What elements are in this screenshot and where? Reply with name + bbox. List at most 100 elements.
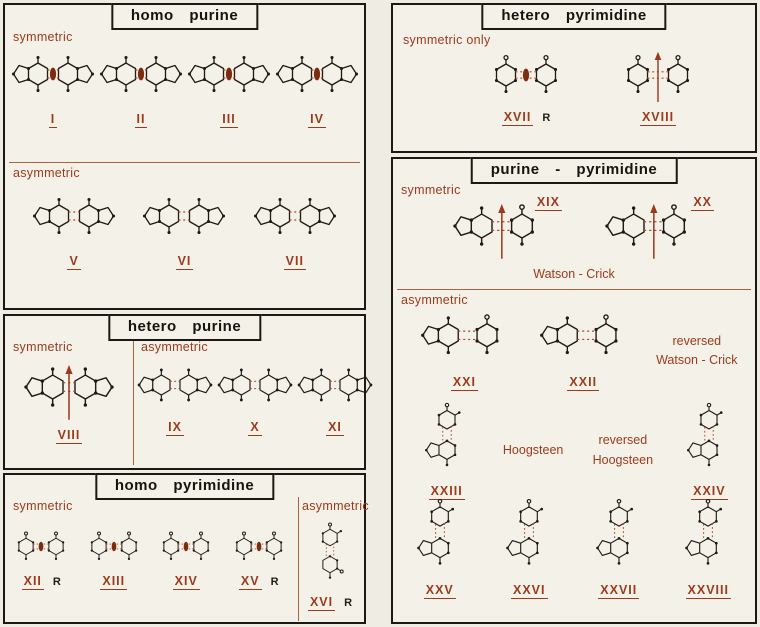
numeral-XXII: XXII <box>567 375 600 391</box>
yy-h-base-pair-diagram <box>626 51 690 102</box>
structure-XXVI: XXVI <box>501 497 557 599</box>
panel-title-homo-purine: homo purine <box>110 2 259 30</box>
numeral-row: III <box>220 112 238 128</box>
py-v-base-pair-diagram <box>687 402 723 467</box>
structure-row-symmetric: VIII <box>7 362 131 444</box>
panel-title-hetero-pyrimidine: hetero pyrimidine <box>481 2 667 30</box>
structure-III: III <box>185 51 273 128</box>
r-group-label: R <box>52 576 61 588</box>
numeral-row: XXVI <box>511 583 548 599</box>
numeral-VIII: VIII <box>55 428 83 444</box>
numeral-row: VII <box>283 254 306 270</box>
numeral-row: V <box>67 254 81 270</box>
structure-I: I <box>9 51 97 128</box>
pp-h-base-pair-diagram <box>24 365 114 420</box>
yy-h-base-pair-diagram <box>17 531 65 561</box>
structure-row-asymmetric: V VI VII <box>19 193 350 270</box>
numeral-X: X <box>248 420 262 436</box>
structure-XI: XI <box>295 364 375 436</box>
pp-h-base-pair-diagram <box>297 368 373 402</box>
py-h-base-pair-diagram <box>540 314 618 355</box>
pp-h-base-pair-diagram <box>137 368 213 402</box>
numeral-XII: XII <box>21 574 44 590</box>
numeral-row: XXIII <box>428 484 465 500</box>
structure-VIII: VIII <box>21 362 117 444</box>
pp-h-base-pair-diagram <box>187 55 271 93</box>
numeral-row: XXV <box>423 583 456 599</box>
annotation-text: Hoogsteen <box>502 442 564 457</box>
numeral-XX: XX <box>691 195 714 211</box>
numeral-row: XIII <box>100 574 128 590</box>
numeral-II: II <box>134 112 148 128</box>
section-label-symmetric: symmetric <box>401 183 461 197</box>
section-label-symmetric: symmetric <box>13 30 73 44</box>
structure-XXI: XXI <box>418 311 510 391</box>
py-v-base-pair-diagram <box>595 498 633 565</box>
yy-h-base-pair-diagram <box>235 531 283 561</box>
numeral-row: I <box>48 112 58 128</box>
numeral-row: VIII <box>55 428 83 444</box>
py-h-base-pair-diagram <box>421 314 499 355</box>
structure-XVIII: XVIII <box>614 49 702 126</box>
numeral-row: XIV <box>172 574 200 590</box>
numeral-row: XIX <box>534 195 562 211</box>
numeral-row: XXVII <box>598 583 640 599</box>
structure-II: II <box>97 51 185 128</box>
py-v-base-pair-diagram <box>506 498 544 565</box>
numeral-XIII: XIII <box>100 574 128 590</box>
panel-title-hetero-purine: hetero purine <box>107 313 262 341</box>
numeral-row: XVI R <box>307 595 353 611</box>
structure-VI: VI <box>140 193 228 270</box>
section-divider <box>9 162 360 163</box>
py-v-base-pair-diagram <box>424 402 461 467</box>
panel-hetero-purine: hetero purine symmetric VIII asymmetric … <box>3 313 373 470</box>
numeral-row: XVIII <box>639 110 677 126</box>
structure-XXVII: XXVII <box>591 497 647 599</box>
numeral-row: IX <box>166 420 184 436</box>
structure-XII: XII R <box>8 527 74 590</box>
numeral-XXV: XXV <box>423 583 456 599</box>
structure-V: V <box>30 193 118 270</box>
section-label-symmetric-only: symmetric only <box>403 33 491 47</box>
numeral-XXI: XXI <box>450 375 478 391</box>
r-group-label: R <box>344 597 353 609</box>
numeral-IV: IV <box>308 112 326 128</box>
structure-X: X <box>215 364 295 436</box>
section-label-asymmetric: asymmetric <box>302 499 369 513</box>
numeral-XVI: XVI <box>307 595 336 611</box>
numeral-VI: VI <box>175 254 194 270</box>
numeral-XI: XI <box>326 420 344 436</box>
yy-v-base-pair-diagram <box>321 522 344 579</box>
py-h-base-pair-diagram <box>453 204 535 259</box>
numeral-III: III <box>220 112 238 128</box>
structure-XXVIII: XXVIII <box>680 497 736 599</box>
numeral-row: VI <box>175 254 194 270</box>
structure-XXIV: XXIV <box>682 401 736 500</box>
py-h-base-pair-diagram <box>605 204 687 259</box>
r-group-label: R <box>542 112 551 124</box>
py-v-base-pair-diagram <box>416 498 454 565</box>
pp-h-base-pair-diagram <box>217 368 293 402</box>
structure-XXII: XXII <box>537 311 629 391</box>
yy-h-base-pair-diagram <box>90 531 138 561</box>
numeral-VII: VII <box>283 254 306 270</box>
numeral-XV: XV <box>238 574 262 590</box>
section-label-symmetric: symmetric <box>13 499 73 513</box>
numeral-row: XI <box>326 420 344 436</box>
numeral-row: XX <box>691 195 714 211</box>
structure-XXV: XXV <box>412 497 468 599</box>
pp-h-base-pair-diagram <box>33 197 116 235</box>
section-divider <box>298 497 299 621</box>
